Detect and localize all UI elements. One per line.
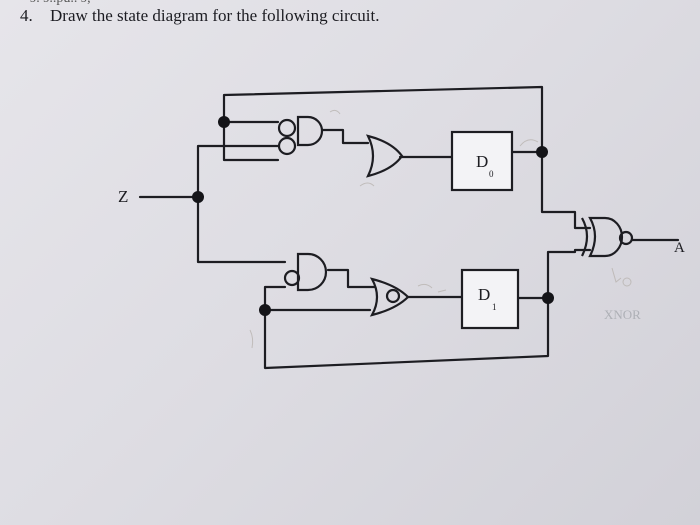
pencil-scribble — [329, 109, 341, 115]
question-text: Draw the state diagram for the following… — [50, 6, 380, 25]
z-down-wire — [196, 195, 287, 264]
xnor-gate — [581, 216, 634, 258]
top-feedback-wire — [222, 85, 544, 154]
ff0-letter: D — [476, 152, 488, 171]
pencil-scribble — [417, 283, 447, 293]
d1-to-xnor-wire — [546, 248, 592, 300]
and-gate-1 — [283, 252, 328, 292]
question-number: 4. — [20, 6, 33, 25]
or-gate-0 — [365, 134, 404, 178]
pencil-scribble — [359, 182, 375, 187]
cut-off-previous-text: ɔ. ɔ..pu.. ɔ, — [30, 0, 91, 7]
output-label-a: A — [674, 240, 685, 256]
and-gate-0 — [277, 115, 324, 156]
junction-dot — [192, 191, 204, 203]
handwritten-xnor-note: XNOR — [604, 307, 641, 322]
or-gate-1 — [369, 277, 410, 317]
flip-flop-d0 — [450, 130, 514, 192]
and1-feedback-input — [263, 285, 287, 312]
junction-dot — [536, 146, 548, 158]
question-line: 4. Draw the state diagram for the followi… — [20, 6, 380, 26]
and1-out-wire — [326, 268, 377, 289]
and0-out-wire — [321, 128, 370, 145]
junction-dot — [542, 292, 554, 304]
ff1-letter: D — [478, 285, 490, 304]
and0-input-bottom — [222, 120, 280, 162]
z-up-wire — [196, 144, 280, 199]
pencil-scribble — [519, 139, 539, 147]
input-label-z: Z — [118, 187, 128, 206]
pencil-scribble — [622, 277, 632, 287]
pencil-scribble — [249, 329, 254, 349]
ff0-index: 0 — [489, 169, 494, 179]
pencil-scribble — [611, 267, 622, 283]
junction-dot — [259, 304, 271, 316]
d0-to-xnor-wire — [540, 150, 592, 230]
flip-flop-d1 — [460, 268, 520, 330]
junction-dot — [218, 116, 230, 128]
bottom-feedback-wire — [263, 296, 550, 370]
ff1-index: 1 — [492, 302, 497, 312]
